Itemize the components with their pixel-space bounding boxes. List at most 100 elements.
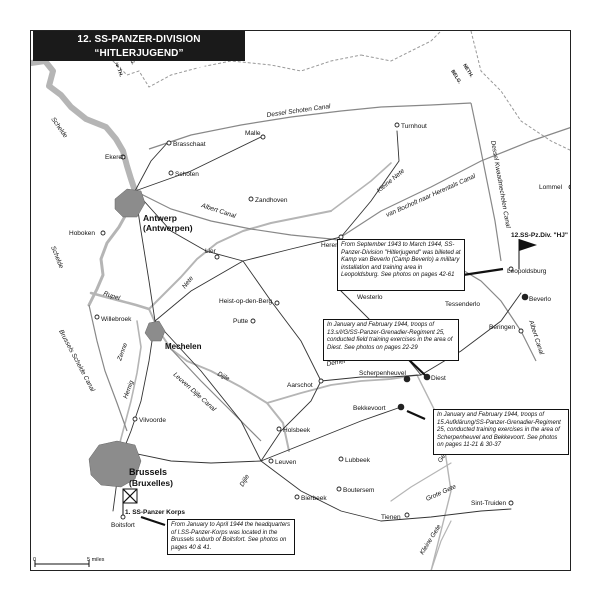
label-boutersem: Boutersem bbox=[343, 487, 374, 494]
label-tessenderlo: Tessenderlo bbox=[445, 301, 480, 308]
label-bierbeek: Bierbeek bbox=[301, 495, 327, 502]
dot-beringen bbox=[518, 328, 524, 334]
label-albert-w: Albert Canal bbox=[199, 202, 237, 220]
scale-bar bbox=[34, 560, 90, 567]
label-willebroek: Willebroek bbox=[101, 316, 132, 323]
label-kleine-nete: Kleine Nete bbox=[376, 167, 407, 194]
label-neth-ne: NETH. bbox=[461, 63, 474, 79]
dijle-river bbox=[148, 308, 290, 452]
dot-beverlo bbox=[521, 293, 529, 301]
label-antwerp: Antwerp bbox=[143, 213, 177, 223]
road-leuven-tienen bbox=[260, 460, 382, 522]
road-antwerp-malle bbox=[134, 136, 262, 192]
label-nete: Nete bbox=[181, 275, 195, 290]
dot-leopoldsburg bbox=[508, 266, 514, 272]
canals-layer bbox=[88, 102, 570, 442]
dot-lubbeek bbox=[338, 456, 344, 462]
dot-ekeren bbox=[120, 154, 126, 160]
label-sint-truiden: Sint-Truiden bbox=[471, 500, 507, 507]
dot-scherpenheuvel bbox=[403, 375, 411, 383]
label-schelde-s: Schelde bbox=[49, 245, 64, 270]
cities-layer bbox=[88, 188, 166, 488]
road-leuven-aarschot bbox=[260, 380, 322, 462]
road-tienen-st-truiden bbox=[380, 508, 512, 522]
town-dots bbox=[94, 122, 570, 520]
borders-layer bbox=[110, 31, 570, 151]
road-mechelen-leuven bbox=[154, 320, 262, 462]
grote-gete bbox=[390, 462, 452, 502]
dessel-kwaadmechelen-canal bbox=[470, 102, 502, 262]
dot-putte bbox=[250, 318, 256, 324]
bocholt-herentals-canal bbox=[340, 127, 570, 238]
label-unit-korps: 1. SS-Panzer Korps bbox=[125, 509, 185, 516]
antwerp-area bbox=[114, 188, 146, 218]
unit-labels: 12.SS-Pz.Div. "HJ" 1. SS-Panzer Korps bbox=[125, 232, 568, 516]
border-ne bbox=[360, 31, 442, 62]
waterways-layer bbox=[31, 58, 452, 570]
label-lier: Lier bbox=[205, 248, 217, 255]
label-tienen: Tienen bbox=[381, 514, 401, 521]
demer-river bbox=[266, 374, 418, 404]
label-zenne: Zenne bbox=[116, 342, 129, 363]
town-labels: Antwerp (Antwerpen) Mechelen Brussels (B… bbox=[69, 123, 563, 529]
town-dots-bold bbox=[397, 293, 529, 411]
road-lier-herentals bbox=[242, 236, 342, 262]
label-leopoldsburg: Leopoldsburg bbox=[507, 268, 547, 275]
label-beringen: Beringen bbox=[489, 324, 515, 331]
roads-layer bbox=[112, 130, 522, 522]
label-scherpenheuvel: Scherpenheuvel bbox=[359, 370, 407, 377]
brussels-schelde-canal bbox=[88, 304, 128, 432]
label-heist: Heist-op-den-Berg bbox=[219, 298, 272, 305]
label-grote-gete: Grote Gete bbox=[425, 483, 458, 503]
rupel-river bbox=[89, 291, 151, 311]
label-turnhout: Turnhout bbox=[401, 123, 427, 130]
label-mechelen: Mechelen bbox=[165, 342, 202, 351]
scale-zero: 0 bbox=[33, 557, 36, 563]
map-frame: Antwerp (Antwerpen) Mechelen Brussels (B… bbox=[30, 30, 571, 571]
dot-diest bbox=[423, 373, 431, 381]
road-antwerp-lier bbox=[134, 190, 244, 262]
label-zandhoven: Zandhoven bbox=[255, 197, 288, 204]
dot-heist bbox=[274, 300, 280, 306]
label-antwerp-alt: (Antwerpen) bbox=[143, 223, 193, 233]
dot-boitsfort bbox=[120, 514, 126, 520]
dot-malle bbox=[260, 134, 266, 140]
label-brussels-alt: (Bruxelles) bbox=[129, 478, 173, 488]
nete-river bbox=[148, 210, 332, 310]
hq-marker-korps bbox=[122, 488, 138, 515]
dot-sint-truiden bbox=[508, 500, 514, 506]
dot-lier bbox=[214, 254, 220, 260]
road-leuven-bekkevoort bbox=[260, 406, 402, 462]
kleine-nete bbox=[330, 162, 392, 212]
label-holsbeek: Holsbeek bbox=[283, 427, 311, 434]
label-rupel: Rupel bbox=[102, 290, 121, 302]
callout-diest: In January and February 1944, troops of … bbox=[323, 319, 459, 361]
dot-bekkevoort bbox=[397, 403, 405, 411]
callout-leopoldsburg: From September 1943 to March 1944, SS-Pa… bbox=[337, 239, 465, 291]
dot-vilvoorde bbox=[132, 416, 138, 422]
road-herentals-turnhout bbox=[340, 130, 400, 238]
label-neth-nw: NETH. bbox=[113, 62, 124, 79]
label-westerlo: Westerlo bbox=[357, 294, 383, 301]
leuven-dijle-canal bbox=[170, 348, 262, 442]
label-leuven-dijle: Leuven Dijle Canal bbox=[172, 371, 218, 413]
dot-schoten bbox=[168, 170, 174, 176]
gete-river bbox=[416, 374, 452, 570]
dot-turnhout bbox=[394, 122, 400, 128]
dot-boutersem bbox=[336, 486, 342, 492]
callout-boitsfort: From January to April 1944 the headquart… bbox=[167, 519, 295, 555]
label-dijle-s: Dijle bbox=[239, 473, 252, 488]
callout-line-bekkevoort bbox=[406, 409, 426, 421]
dot-holsbeek bbox=[276, 426, 282, 432]
label-brussels: Brussels bbox=[129, 467, 167, 477]
map-title-box: 12. SS-PANZER-DIVISION “HITLERJUGEND” Be… bbox=[33, 31, 245, 72]
label-lubbeek: Lubbeek bbox=[345, 457, 371, 464]
label-brussels-schelde: Brussels Schelde Canal bbox=[57, 329, 96, 394]
scale-labels: 0 5 miles bbox=[33, 557, 105, 563]
dessel-schoten-canal bbox=[148, 102, 472, 150]
label-demer: Demer bbox=[326, 358, 347, 368]
road-diest-beringen bbox=[420, 292, 522, 376]
division-flag-hj bbox=[518, 239, 537, 269]
label-albert-e: Albert Canal bbox=[527, 319, 545, 357]
road-brussels-leuven bbox=[122, 450, 262, 464]
